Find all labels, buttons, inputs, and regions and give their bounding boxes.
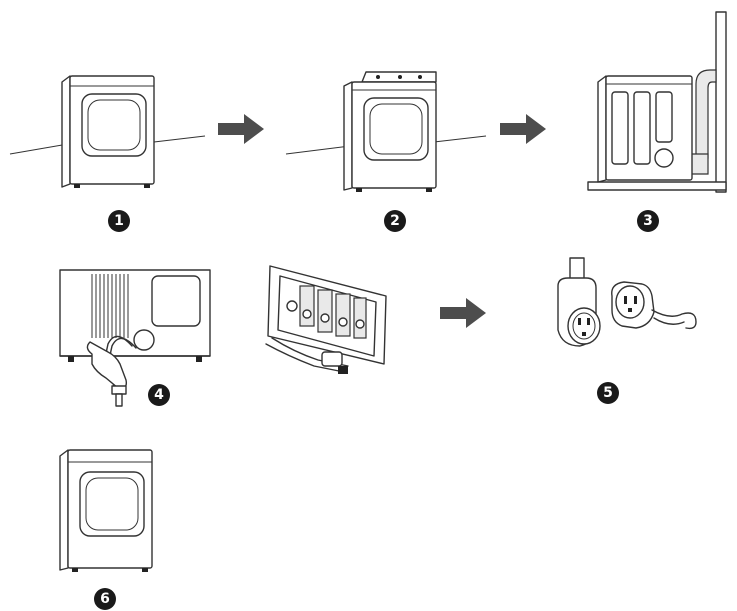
step-1-badge: 1 bbox=[108, 210, 130, 232]
step-5-plug-illustration bbox=[550, 256, 700, 366]
step-5-badge: 5 bbox=[597, 382, 619, 404]
step-5-terminal-block-illustration bbox=[258, 260, 398, 388]
step-2-illustration bbox=[282, 68, 488, 194]
step-3-illustration bbox=[584, 8, 734, 194]
right-arrow-icon bbox=[500, 114, 546, 144]
step-3-badge: 3 bbox=[637, 210, 659, 232]
step-4-illustration bbox=[56, 268, 216, 408]
step-1-illustration bbox=[8, 72, 208, 194]
right-arrow-icon bbox=[218, 114, 264, 144]
step-2-badge: 2 bbox=[384, 210, 406, 232]
step-6-badge: 6 bbox=[94, 588, 116, 610]
step-6-illustration bbox=[56, 444, 156, 576]
right-arrow-icon bbox=[440, 298, 486, 328]
step-4-badge: 4 bbox=[148, 384, 170, 406]
